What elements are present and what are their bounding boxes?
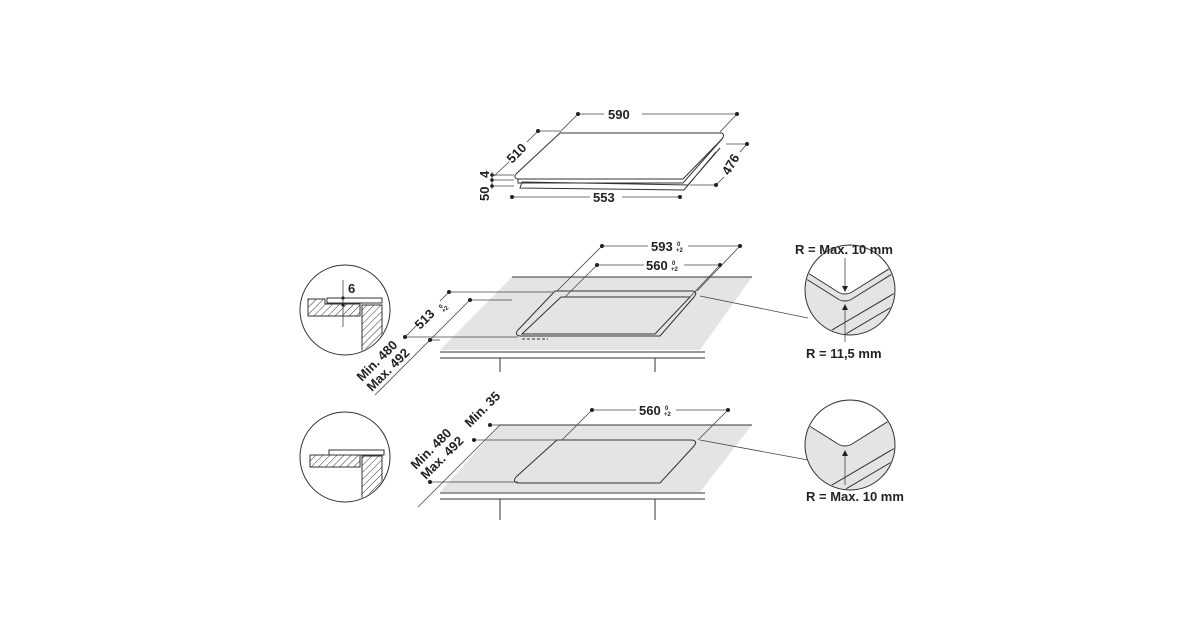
dim-hob-depth: 510 [493,129,560,177]
flush-cutout-drawing: 593 0 +2 560 0 +2 513 0 +2 Min. 480 [299,239,896,396]
svg-text:+2: +2 [671,267,679,273]
svg-text:560: 560 [639,403,661,418]
hob-base [519,147,721,191]
svg-text:513: 513 [412,306,438,332]
standard-cutout-drawing: 560 0 +2 Min. 35 Min. 480 Max. 492 [299,388,904,520]
svg-text:593: 593 [651,239,673,254]
hob-glass-edge [517,138,723,184]
svg-text:553: 553 [593,190,615,205]
svg-text:R = 11,5 mm: R = 11,5 mm [806,346,882,361]
svg-text:R = Max. 10 mm: R = Max. 10 mm [806,489,904,504]
hob-drawing: 590 510 476 553 4 50 [477,107,749,205]
dim-hob-base-width: 553 [510,190,682,205]
cutout-hole [520,296,692,335]
svg-text:590: 590 [608,107,630,122]
svg-text:0: 0 [665,406,669,412]
svg-text:4: 4 [477,170,492,178]
corner-detail-circle: R = Max. 10 mm R = 11,5 mm [699,242,896,361]
svg-text:R = Max. 10 mm: R = Max. 10 mm [795,242,893,257]
dim-hob-heights: 4 50 [477,170,514,201]
svg-text:+2: +2 [676,248,684,254]
svg-text:0: 0 [438,303,445,310]
svg-text:+2: +2 [664,412,672,418]
dim-cutout-width: 560 0 +2 [561,403,730,441]
svg-text:560: 560 [646,258,668,273]
svg-text:0: 0 [672,261,676,267]
corner-detail-circle: R = Max. 10 mm [699,399,904,504]
mount-detail-circle [299,411,391,503]
svg-text:Min. 35: Min. 35 [462,388,504,430]
svg-text:0: 0 [677,242,681,248]
svg-text:50: 50 [477,187,492,201]
svg-text:510: 510 [504,140,530,166]
dim-cutout-inner-width: 560 0 +2 [564,258,722,298]
hob-glass-top [514,132,724,180]
svg-text:6: 6 [348,281,355,296]
svg-text:476: 476 [719,151,743,177]
cutout-hole [513,439,697,484]
recess-detail-circle: 6 [299,264,391,356]
dim-hob-width: 590 [559,107,739,133]
svg-text:+2: +2 [441,305,451,315]
dim-cutout-outer-width: 593 0 +2 [556,239,742,292]
worktop-surface [440,277,752,350]
